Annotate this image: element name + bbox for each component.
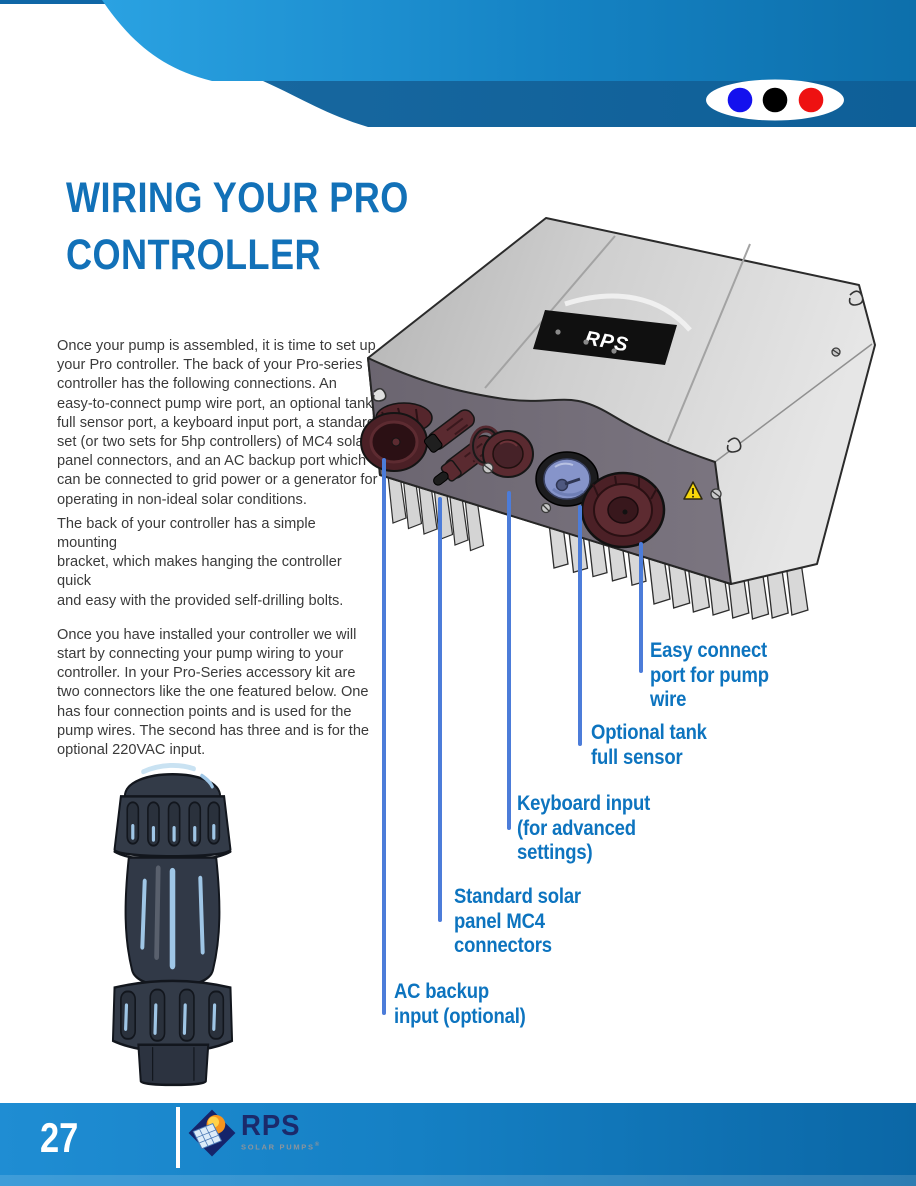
page-number: 27 xyxy=(40,1114,79,1161)
red-dot-icon xyxy=(798,87,824,113)
controller-illustration: RPS xyxy=(360,217,876,620)
registered-mark: ® xyxy=(314,1142,320,1148)
paragraph-3: Once you have installed your controller … xyxy=(57,626,370,759)
mount-hook-icons xyxy=(372,290,864,453)
leader-line-solar xyxy=(438,497,442,922)
device-brand-strip: RPS xyxy=(533,293,692,365)
page-title-line2: CONTROLLER xyxy=(66,231,322,279)
brand-name: RPS xyxy=(241,1110,301,1142)
black-dot-icon xyxy=(762,87,788,113)
header-swoosh xyxy=(102,0,916,127)
callout-keyboard-input: Keyboard input (for advanced settings) xyxy=(517,792,651,864)
page-title-line1: WIRING YOUR PRO xyxy=(66,174,409,222)
callout-ac-backup: AC backup input (optional) xyxy=(394,980,526,1028)
paragraph-1: Once your pump is assembled, it is time … xyxy=(57,338,378,508)
lid-seam-right xyxy=(667,243,751,443)
callout-easy-connect: Easy connect port for pump wire xyxy=(650,639,769,711)
pump-wire-port xyxy=(580,471,666,549)
brand-subtitle: SOLAR PUMPS® xyxy=(241,1142,320,1152)
warning-triangle-icon xyxy=(683,481,703,500)
lid-side-edge xyxy=(714,343,873,463)
rps-logo xyxy=(188,1109,236,1157)
header-light-band xyxy=(102,0,916,81)
tank-sensor-port xyxy=(535,451,599,507)
keyboard-input-port xyxy=(469,425,534,478)
footer-divider xyxy=(176,1107,180,1168)
paragraph-2: The back of your controller has a simple… xyxy=(57,515,344,609)
footer-brand: RPS SOLAR PUMPS® xyxy=(241,1110,320,1152)
leader-line-keyboard xyxy=(507,491,511,830)
leader-line-pump xyxy=(639,542,643,673)
callout-solar-mc4: Standard solar panel MC4 connectors xyxy=(454,885,581,957)
pump-connector-illustration xyxy=(111,763,234,1087)
solar-panel-icon xyxy=(192,1123,223,1150)
blue-dot-icon xyxy=(727,87,753,113)
mc4-connector-1 xyxy=(423,409,475,453)
ac-backup-port xyxy=(360,402,433,472)
leader-line-tank xyxy=(578,505,582,746)
page-title: WIRING YOUR PRO CONTROLLER xyxy=(66,170,409,284)
leader-line-ac-backup xyxy=(382,458,386,1015)
body-copy: Once your pump is assembled, it is time … xyxy=(57,337,379,760)
footer-bar: 27 RPS SOLAR PUMPS® xyxy=(0,1103,916,1186)
callout-tank-sensor: Optional tank full sensor xyxy=(591,721,707,769)
header-dots-badge xyxy=(706,79,844,121)
screw-icons xyxy=(482,347,841,514)
